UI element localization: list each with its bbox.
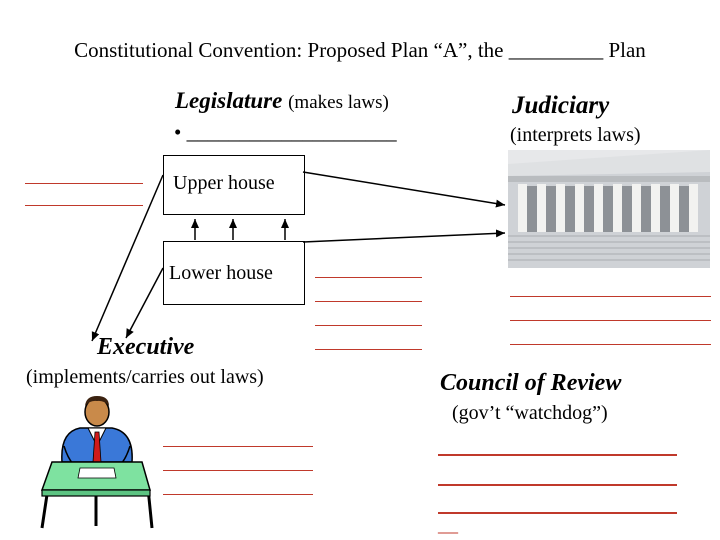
legislature-heading-line: Legislature (makes laws) <box>175 88 389 114</box>
arrow-lower-to-judiciary <box>302 229 506 243</box>
upper-house-box: Upper house <box>163 155 305 215</box>
blank-line <box>510 296 711 297</box>
council-heading: Council of Review <box>440 370 622 396</box>
legislature-role: (makes laws) <box>288 92 389 113</box>
executive-person-icon <box>40 396 154 529</box>
legislature-bullet: • ____________________ <box>174 120 397 144</box>
arrow-upper-to-executive <box>91 174 164 342</box>
blank-line <box>163 494 313 495</box>
judiciary-role: (interprets laws) <box>510 124 641 146</box>
blank-line <box>315 301 422 302</box>
judiciary-heading: Judiciary <box>512 92 610 119</box>
blank-line <box>315 277 422 278</box>
arrow-lower-to-executive <box>125 267 164 339</box>
council-trailing-blank: __ <box>438 514 458 536</box>
blank-line <box>510 344 711 345</box>
blank-line <box>438 512 677 514</box>
blank-line <box>315 349 422 350</box>
courthouse-image <box>508 150 710 268</box>
blank-line <box>438 484 677 486</box>
upper-house-label: Upper house <box>173 172 275 194</box>
arrow-upper-to-judiciary <box>302 171 506 208</box>
blank-line <box>315 325 422 326</box>
legislature-heading: Legislature <box>175 88 283 113</box>
blank-line <box>25 183 143 184</box>
lower-house-box: Lower house <box>163 241 305 305</box>
blank-line <box>163 470 313 471</box>
blank-line <box>438 454 677 456</box>
executive-role: (implements/carries out laws) <box>26 366 264 388</box>
blank-line <box>163 446 313 447</box>
lower-house-label: Lower house <box>169 262 273 284</box>
executive-heading: Executive <box>97 334 195 360</box>
page-title: Constitutional Convention: Proposed Plan… <box>74 38 646 62</box>
blank-line <box>25 205 143 206</box>
council-role: (gov’t “watchdog”) <box>452 402 608 424</box>
blank-line <box>510 320 711 321</box>
